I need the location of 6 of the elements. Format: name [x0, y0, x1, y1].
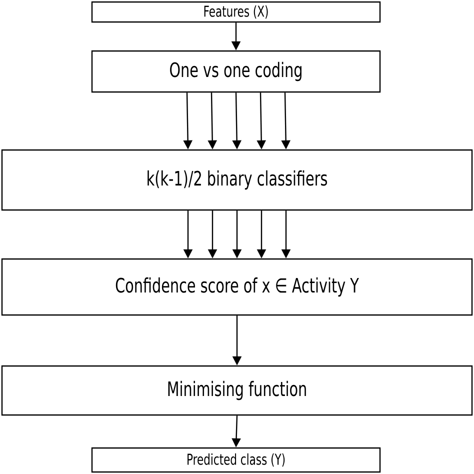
- process-box: One vs one coding: [91, 50, 381, 93]
- process-box: k(k-1)/2 binary classifiers: [1, 149, 473, 211]
- process-box: Features (X): [91, 1, 381, 23]
- process-box: Minimising function: [1, 365, 473, 416]
- process-box: Predicted class (Y): [91, 447, 381, 473]
- process-box: Confidence score of x ∈ Activity Y: [1, 258, 473, 316]
